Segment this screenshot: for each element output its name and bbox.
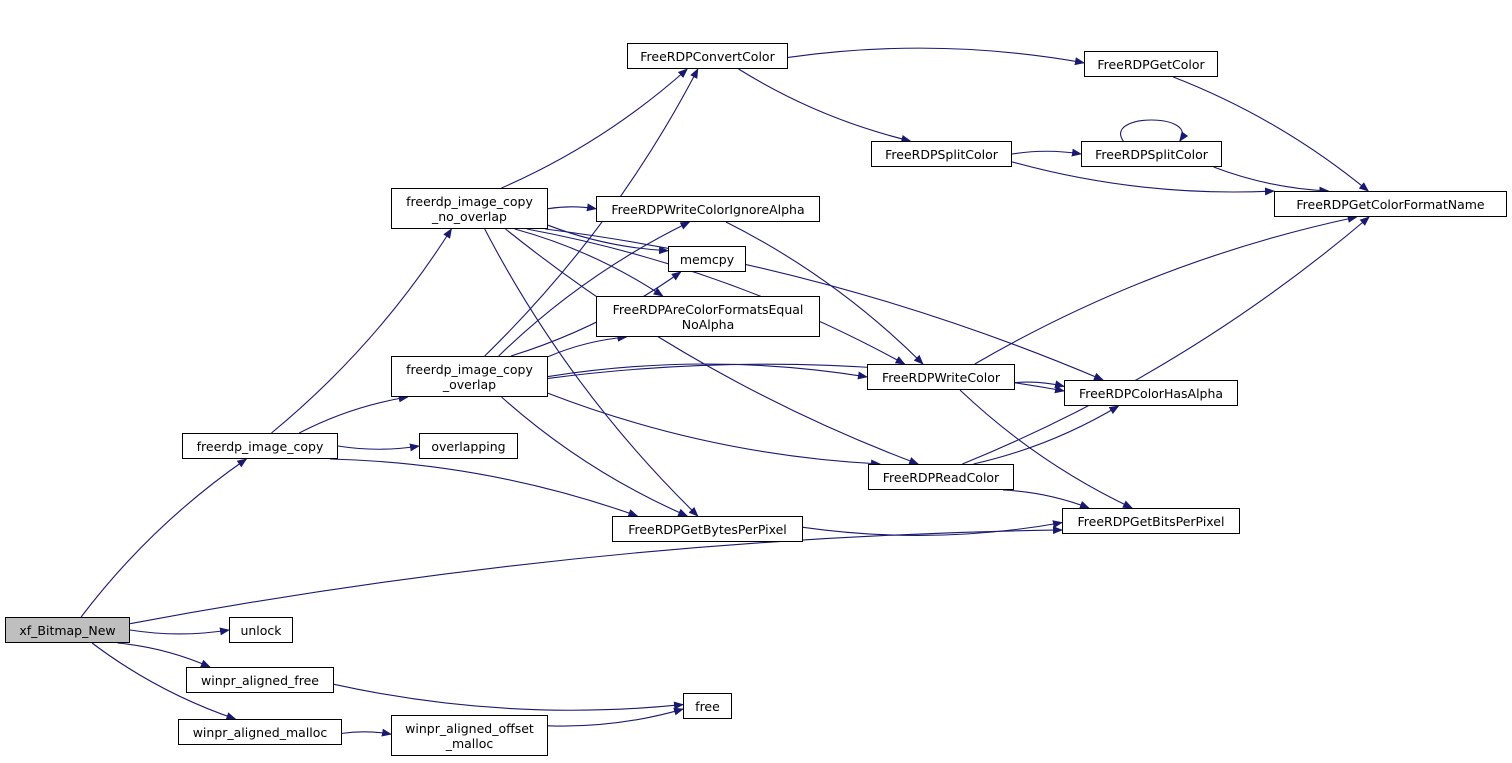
node-winpr-aligned-offset-malloc[interactable]: winpr_aligned_offset _malloc	[391, 715, 548, 756]
edge-xf_bitmap_new-to-winpr_aligned_free	[117, 642, 211, 668]
edge-freerdp_image_copy-to-freerdpgetbytesperpixel	[330, 458, 639, 517]
edge-freerdpsplitcolor_a-to-freerdpsplitcolor_b	[1011, 148, 1082, 157]
node-freerdparecolorformatsequalnoalpha[interactable]: FreeRDPAreColorFormatsEqual NoAlpha	[596, 296, 820, 337]
node-unlock[interactable]: unlock	[229, 617, 293, 643]
node-winpr-aligned-malloc[interactable]: winpr_aligned_malloc	[178, 719, 342, 745]
edge-freerdp_image_copy_overlap-to-freerdpwritecolorignorealpha	[498, 221, 691, 357]
node-free[interactable]: free	[683, 693, 732, 719]
edge-freerdpwritecolorignorealpha-to-freerdpwritecolor	[725, 221, 924, 365]
node-memcpy[interactable]: memcpy	[668, 246, 746, 272]
edge-freerdpwritecolor-to-freerdpcolorhasalpha	[1014, 380, 1065, 389]
edge-freerdpwritecolor-to-freerdpgetbitsperpixel	[959, 389, 1133, 509]
node-freerdpconvertcolor[interactable]: FreeRDPConvertColor	[627, 43, 788, 69]
edge-winpr_aligned_offset_malloc-to-free	[547, 707, 684, 727]
edge-freerdpsplitcolor_a-to-freerdpgetcolorformatname	[1011, 161, 1275, 196]
node-freerdpgetcolor[interactable]: FreeRDPGetColor	[1084, 51, 1218, 77]
edge-winpr_aligned_free-to-free	[333, 683, 684, 711]
edge-freerdpsplitcolor_b-to-freerdpgetcolorformatname	[1213, 166, 1330, 195]
edge-freerdp_image_copy_no_overlap-to-freerdpwritecolor	[526, 228, 906, 365]
edge-freerdp_image_copy-to-overlapping	[337, 443, 420, 452]
edge-freerdp_image_copy_overlap-to-freerdpwritecolor	[547, 363, 868, 380]
edge-freerdp_image_copy-to-freerdp_image_copy_no_overlap	[271, 228, 452, 434]
edge-freerdp_image_copy_no_overlap-to-freerdpconvertcolor	[501, 68, 688, 189]
edge-freerdp_image_copy_no_overlap-to-freerdpreadcolor	[505, 228, 920, 465]
edge-freerdp_image_copy_overlap-to-freerdpgetbytesperpixel	[501, 396, 689, 517]
edge-winpr_aligned_malloc-to-winpr_aligned_offset_malloc	[341, 728, 392, 737]
node-freerdpgetcolorformatname[interactable]: FreeRDPGetColorFormatName	[1274, 191, 1507, 217]
node-freerdpgetbytesperpixel[interactable]: FreeRDPGetBytesPerPixel	[612, 516, 803, 542]
edge-freerdpwritecolor-to-freerdpgetcolorformatname	[974, 214, 1358, 365]
edge-freerdp_image_copy_no_overlap-to-freerdpwritecolorignorealpha	[547, 203, 597, 212]
node-freerdpsplitcolor[interactable]: FreeRDPSplitColor	[871, 141, 1012, 167]
node-freerdpgetbitsperpixel[interactable]: FreeRDPGetBitsPerPixel	[1062, 508, 1240, 534]
node-freerdp-image-copy[interactable]: freerdp_image_copy	[182, 433, 338, 459]
edge-freerdp_image_copy_no_overlap-to-freerdparecolorformatsequalnoalpha	[514, 228, 664, 297]
node-freerdpwritecolorignorealpha[interactable]: FreeRDPWriteColorIgnoreAlpha	[596, 196, 820, 222]
node-overlapping[interactable]: overlapping	[419, 433, 518, 459]
node-freerdp-image-copy-no-overlap[interactable]: freerdp_image_copy _no_overlap	[391, 188, 548, 229]
edge-freerdp_image_copy_overlap-to-freerdpreadcolor	[547, 392, 882, 468]
edge-freerdpconvertcolor-to-freerdpsplitcolor_a	[738, 68, 912, 143]
node-freerdpwritecolor[interactable]: FreeRDPWriteColor	[867, 364, 1015, 390]
edge-xf_bitmap_new-to-winpr_aligned_malloc	[91, 642, 237, 720]
node-freerdpcolorhasalpha[interactable]: FreeRDPColorHasAlpha	[1064, 380, 1238, 406]
edge-freerdpreadcolor-to-freerdpgetcolorformatname	[962, 216, 1370, 465]
edge-freerdp_image_copy_no_overlap-to-memcpy	[547, 224, 669, 255]
edge-freerdp_image_copy-to-freerdp_image_copy_overlap	[298, 394, 409, 434]
edge-xf_bitmap_new-to-unlock	[129, 627, 230, 636]
edge-freerdpreadcolor-to-freerdpcolorhasalpha	[973, 405, 1120, 465]
node-freerdpreadcolor[interactable]: FreeRDPReadColor	[868, 464, 1014, 490]
edge-freerdp_image_copy_overlap-to-freerdparecolorformatsequalnoalpha	[547, 333, 628, 358]
edge-xf_bitmap_new-to-freerdpgetbitsperpixel	[129, 526, 1063, 625]
edge-freerdp_image_copy_no_overlap-to-freerdpcolorhasalpha	[545, 228, 1104, 381]
node-freerdpsplitcolor-recursive[interactable]: FreeRDPSplitColor	[1081, 141, 1222, 167]
edge-freerdpconvertcolor-to-freerdpgetcolor	[787, 47, 1085, 66]
edge-xf_bitmap_new-to-freerdp_image_copy	[80, 458, 248, 618]
edge-freerdpgetcolor-to-freerdpgetcolorformatname	[1173, 76, 1370, 192]
node-xf-bitmap-new: xf_Bitmap_New	[5, 617, 130, 643]
edge-freerdpsplitcolor_b-to-freerdpsplitcolor_b	[1120, 119, 1189, 142]
edge-freerdp_image_copy_no_overlap-to-freerdpgetbytesperpixel	[484, 228, 699, 517]
edge-freerdpreadcolor-to-freerdpgetbitsperpixel	[1003, 489, 1090, 509]
node-freerdp-image-copy-overlap[interactable]: freerdp_image_copy _overlap	[391, 356, 548, 397]
node-winpr-aligned-free[interactable]: winpr_aligned_free	[186, 667, 334, 693]
edge-freerdpgetbytesperpixel-to-freerdpgetbitsperpixel	[802, 520, 1063, 536]
